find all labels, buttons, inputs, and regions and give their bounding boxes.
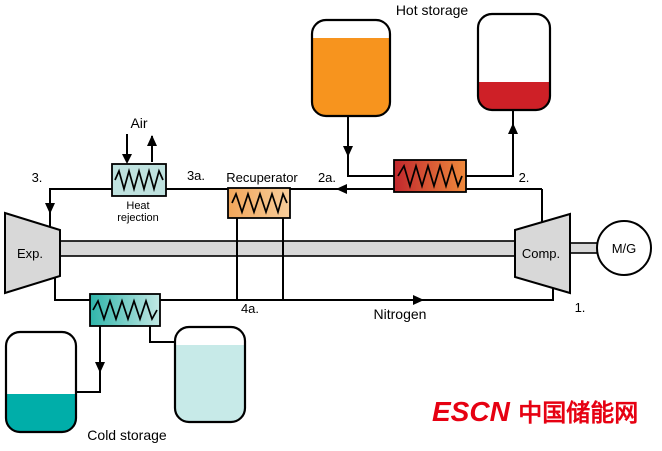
hot-hx-box	[393, 159, 467, 193]
cold-hx	[89, 293, 161, 327]
label-expander: Exp.	[17, 246, 43, 261]
label-recuperator: Recuperator	[226, 170, 298, 185]
label-motor-generator: M/G	[612, 241, 637, 256]
cold-tank-charged-fluid	[6, 394, 76, 432]
label-state-4a: 4a.	[241, 301, 259, 316]
hot-tank-empty-outline	[476, 12, 552, 112]
pipe-cold-tank-supply	[149, 326, 174, 343]
label-air: Air	[130, 115, 147, 131]
nitrogen-pipes	[49, 188, 554, 301]
arrow-bottomline-right	[413, 295, 424, 305]
label-cold-storage: Cold storage	[87, 427, 167, 443]
hot-hx-coil	[397, 163, 463, 189]
arrow-cold-return-down	[95, 362, 105, 373]
arrow-topline-left	[336, 184, 347, 194]
label-state-1: 1.	[575, 300, 586, 315]
cold-storage-tanks	[4, 325, 247, 434]
hot-tank-charged-fluid	[312, 38, 390, 116]
arrow-hot-supply-down	[343, 146, 353, 157]
arrow-air-out-up	[147, 135, 157, 146]
compressor-body	[514, 212, 571, 295]
label-compressor: Comp.	[522, 246, 560, 261]
pipe-cold-tank-return	[77, 326, 101, 393]
label-state-2: 2.	[519, 170, 530, 185]
air-lines	[126, 134, 153, 162]
watermark: ESCN 中国储能网	[432, 396, 638, 427]
recuperator-hx	[227, 187, 291, 219]
label-state-3a: 3a.	[187, 168, 205, 183]
heat-rejection-coil	[114, 167, 164, 193]
cold-tank-charged-outline	[4, 330, 78, 434]
pipe-topline	[49, 188, 542, 229]
label-heat-rejection-2: rejection	[117, 212, 159, 224]
cold-tank-empty-fluid	[175, 345, 245, 422]
cold-storage-pipes	[77, 326, 174, 393]
hot-tank-empty-fluid	[478, 82, 550, 110]
arrow-air-in-down	[122, 154, 132, 164]
pipe-hot-tank-return	[466, 110, 514, 177]
cold-tank-empty-outline	[173, 325, 247, 424]
label-state-2a: 2a.	[318, 170, 336, 185]
label-hot-storage: Hot storage	[396, 2, 469, 18]
hot-storage-tanks	[310, 12, 552, 118]
flow-arrows	[45, 123, 518, 373]
shaft-to-motor	[567, 242, 601, 254]
pipe-hot-tank-supply	[347, 116, 394, 177]
label-nitrogen: Nitrogen	[374, 306, 427, 322]
hot-hx	[393, 159, 467, 193]
motor-generator-body	[596, 220, 652, 276]
recuperator-coil	[231, 191, 288, 215]
label-state-3: 3.	[32, 170, 43, 185]
watermark-site-name: 中国储能网	[518, 399, 638, 427]
hot-tank-charged-outline	[310, 18, 392, 118]
pipe-bottomline	[54, 276, 554, 301]
cold-hx-coil	[92, 298, 158, 322]
expander-body	[4, 211, 61, 295]
arrow-expander-inlet-down	[45, 203, 55, 214]
label-heat-rejection-1: Heat	[126, 200, 149, 212]
heat-rejection-hx	[111, 163, 167, 197]
shaft	[59, 240, 516, 257]
arrow-hot-return-up	[508, 123, 518, 134]
watermark-brand: ESCN	[432, 396, 511, 427]
